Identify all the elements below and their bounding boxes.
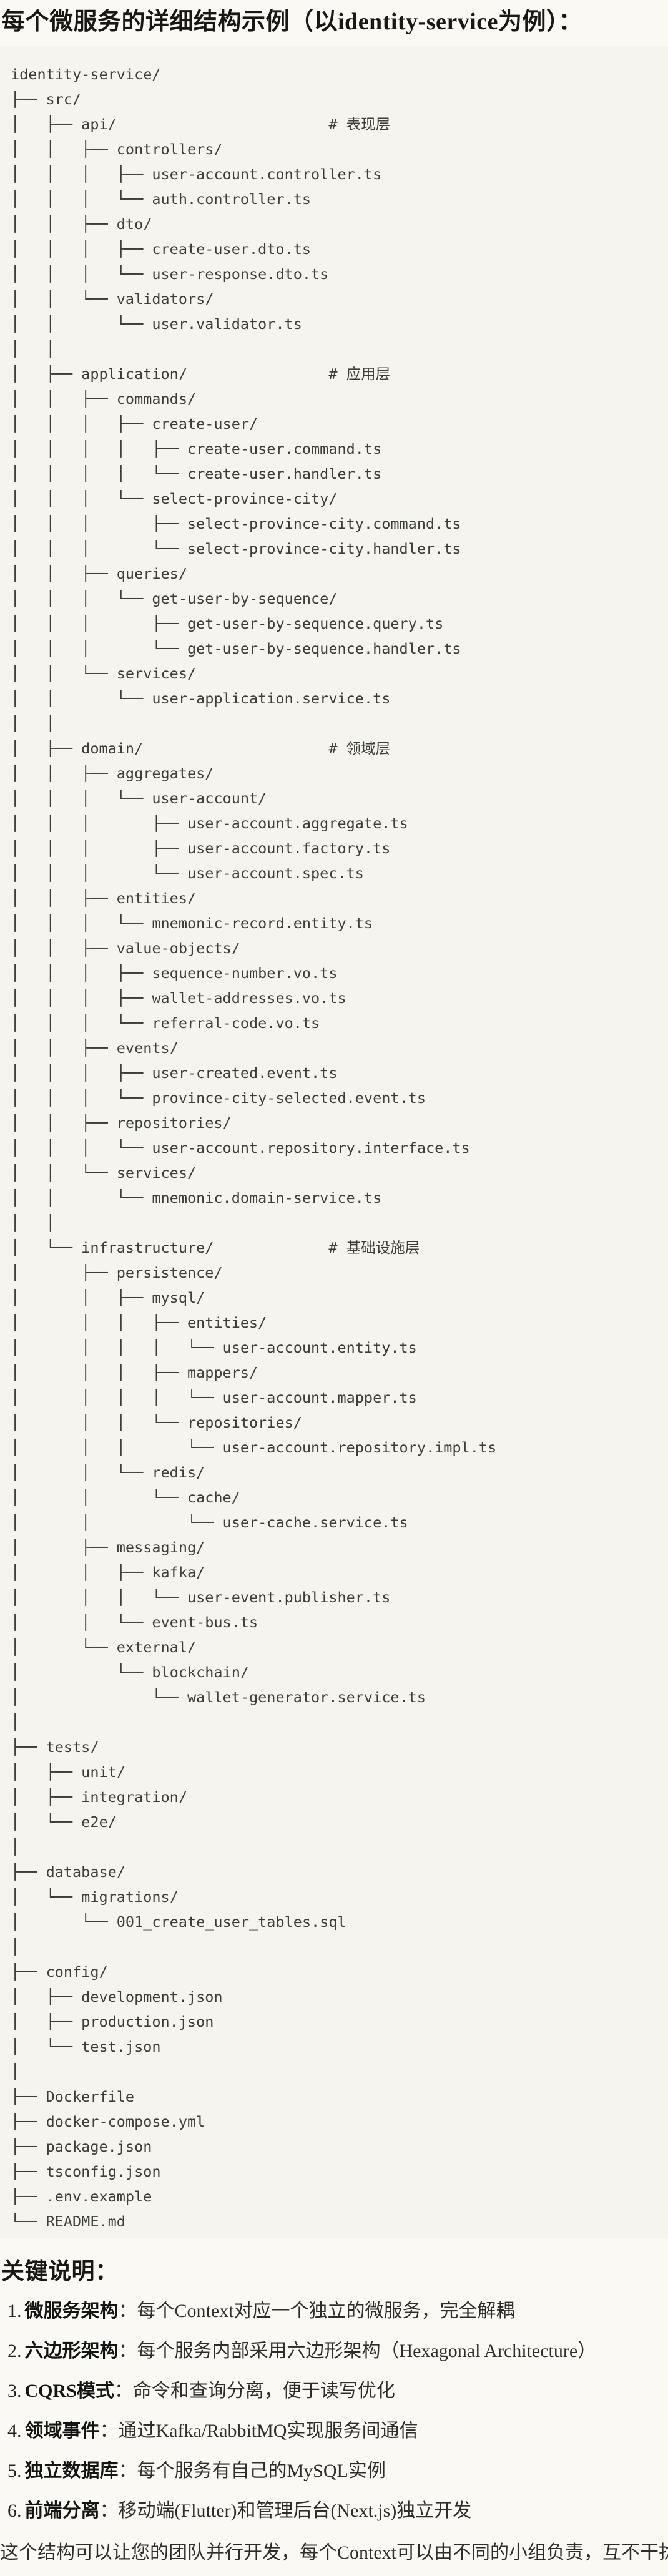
item-description: ：每个服务有自己的MySQL实例	[118, 2461, 386, 2482]
list-item: 5.独立数据库：每个服务有自己的MySQL实例	[7, 2462, 668, 2481]
list-item: 3.CQRS模式：命令和查询分离，便于读写优化	[7, 2382, 668, 2401]
item-term: CQRS模式	[24, 2381, 114, 2402]
notes-heading: 关键说明：	[1, 2259, 119, 2285]
item-term: 六边形架构	[24, 2341, 119, 2362]
list-item: 6.前端分离：移动端(Flutter)和管理后台(Next.js)独立开发	[7, 2502, 668, 2520]
document-page: 每个微服务的详细结构示例（以identity-service为例）： ident…	[0, 6, 668, 2564]
item-number: 4.	[7, 2421, 22, 2442]
item-description: ：命令和查询分离，便于读写优化	[114, 2381, 395, 2402]
directory-tree: identity-service/ ├── src/ │ ├── api/ # …	[11, 66, 497, 2231]
list-item: 4.领域事件：通过Kafka/RabbitMQ实现服务间通信	[7, 2422, 668, 2441]
item-term: 前端分离	[24, 2500, 100, 2522]
item-number: 6.	[7, 2500, 22, 2522]
item-description: ：每个服务内部采用六边形架构（Hexagonal Architecture）	[118, 2341, 597, 2362]
item-description: ：通过Kafka/RabbitMQ实现服务间通信	[99, 2421, 418, 2442]
code-block: identity-service/ ├── src/ │ ├── api/ # …	[0, 46, 668, 2239]
notes-list: 1.微服务架构：每个Context对应一个独立的微服务，完全解耦 2.六边形架构…	[0, 2302, 668, 2520]
item-term: 领域事件	[24, 2421, 100, 2442]
item-number: 2.	[7, 2341, 22, 2362]
item-number: 5.	[7, 2461, 22, 2482]
closing-paragraph: 这个结构可以让您的团队并行开发，每个Context可以由不同的小组负责，互不干扰…	[0, 2542, 668, 2564]
item-description: ：移动端(Flutter)和管理后台(Next.js)独立开发	[99, 2500, 472, 2522]
item-number: 1.	[7, 2301, 22, 2322]
item-term: 独立数据库	[24, 2461, 119, 2482]
page-title: 每个微服务的详细结构示例（以identity-service为例）：	[1, 9, 583, 35]
item-description: ：每个Context对应一个独立的微服务，完全解耦	[118, 2301, 515, 2322]
list-item: 1.微服务架构：每个Context对应一个独立的微服务，完全解耦	[7, 2302, 668, 2321]
item-number: 3.	[7, 2381, 22, 2402]
item-term: 微服务架构	[24, 2301, 119, 2322]
list-item: 2.六边形架构：每个服务内部采用六边形架构（Hexagonal Architec…	[7, 2342, 668, 2361]
